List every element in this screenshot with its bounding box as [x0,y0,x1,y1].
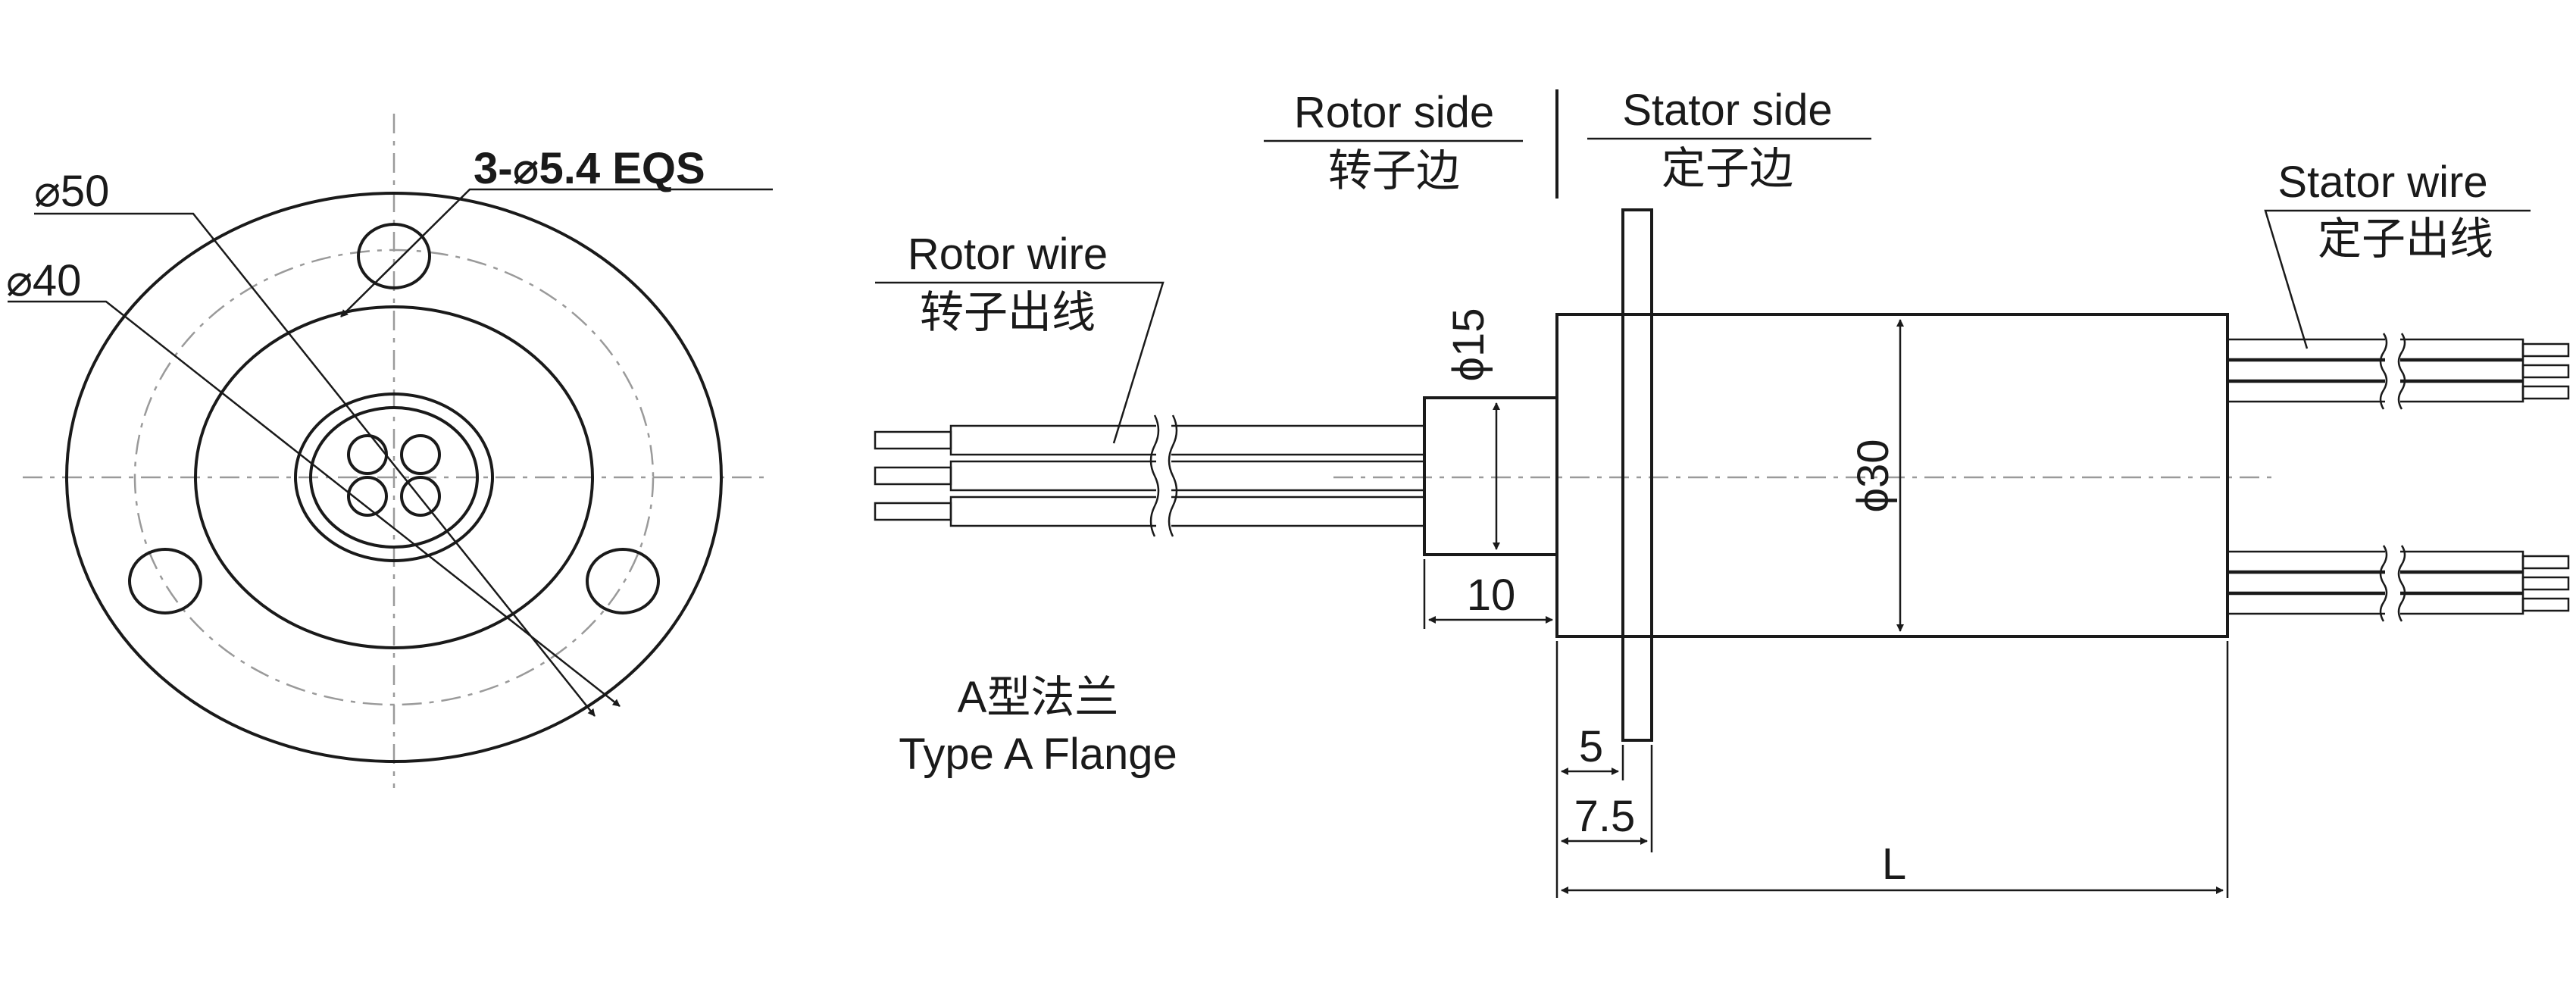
stator-side-en: Stator side [1622,86,1832,135]
shaft-inner-circle [309,406,479,549]
dim-total-label: L [1882,840,1906,889]
break-mark [2397,333,2406,410]
dim-body-label: ϕ30 [1849,439,1898,513]
stator-wire-en: Stator wire [2277,158,2487,207]
rotor-wire-en: Rotor wire [908,230,1108,279]
leader-dia-40 [8,300,621,707]
dim-shaft-len-label: 10 [1467,571,1516,620]
flange-front-view: ⌀50 ⌀40 3-⌀5.4 EQS [6,114,773,788]
wire-core [874,502,952,521]
wire-sheath [949,496,1426,527]
break-mark [2397,545,2406,622]
wire-core [2521,555,2570,570]
stator-wire-cn: 定子出线 [2318,214,2493,264]
rotor-side-cn: 转子边 [1328,146,1460,195]
dimension-flange-position: 7.5 [1561,792,1648,845]
break-mark [1168,414,1178,537]
leader-holes [340,188,773,317]
wire-core [2521,385,2570,400]
wire-break-gap [1156,415,1171,536]
dimension-flange-thickness: 5 [1561,722,1619,775]
break-mark [2379,333,2388,410]
dia-40-label: ⌀40 [6,256,81,305]
rotor-wire-cn: 转子出线 [920,288,1096,337]
wire-sheath [2226,550,2524,573]
wire-sheath [2226,571,2524,594]
rotor-wire-leader [875,281,1165,444]
stator-wires-upper [2226,333,2570,410]
dim-flange-pos-label: 7.5 [1574,792,1636,841]
stator-wire-leader [2264,209,2531,349]
wire-hole [400,476,441,517]
pitch-circle [133,249,655,706]
dimension-shaft-diameter: ϕ15 [1444,308,1500,550]
body-circle [194,305,594,649]
slip-ring-side-view: Rotor side 转子边 Stator side 定子边 [874,86,2570,898]
dim-shaft-label: ϕ15 [1444,308,1493,382]
dimension-total-length: L [1561,840,2224,894]
wire-sheath [949,460,1426,492]
wire-sheath [2226,380,2524,403]
dimension-shaft-length: 10 [1423,559,1553,629]
mounting-hole-right [586,548,660,614]
rotor-shaft [1423,396,1558,556]
dimension-body-diameter: ϕ30 [1849,319,1904,632]
holes-label: 3-⌀5.4 EQS [474,144,705,193]
wire-core [2521,576,2570,591]
wire-core [2521,342,2570,358]
flange-type-cn: A型法兰 [958,673,1119,722]
dim-flange-thk-label: 5 [1579,722,1603,771]
wire-sheath [949,424,1426,456]
wire-sheath [2226,593,2524,615]
flange-outer-circle [65,192,723,763]
flange-type-en: Type A Flange [899,730,1177,779]
flange-plate [1621,208,1653,742]
rotor-wires [874,414,1426,537]
wire-break-gap [2385,546,2400,621]
dia-50-label: ⌀50 [34,167,109,216]
mounting-hole-left [128,548,202,614]
wire-core [2521,597,2570,612]
wire-break-gap [2385,333,2400,409]
wire-sheath [2226,359,2524,382]
shaft-outer-circle [294,392,494,562]
stator-side-cn: 定子边 [1662,144,1793,193]
break-mark [2379,545,2388,622]
wire-hole [400,434,441,475]
wire-hole [347,476,388,517]
wire-sheath [2226,338,2524,361]
wire-core [2521,364,2570,379]
wire-core [874,430,952,450]
stator-wires-lower [2226,545,2570,622]
rotor-side-en: Rotor side [1294,88,1494,137]
mounting-hole-top [357,223,431,289]
wire-core [874,466,952,486]
wire-hole [347,434,388,475]
break-mark [1149,414,1160,537]
leader-dia-50 [34,212,596,717]
